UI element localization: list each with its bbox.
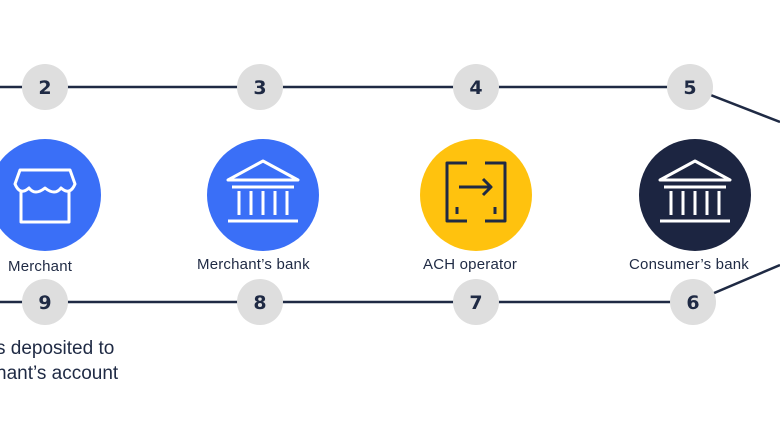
step-2-number: 2	[38, 77, 51, 99]
consumers-bank-label: Consumer’s bank	[629, 256, 750, 273]
step-5-number: 5	[683, 77, 696, 99]
step-7-number: 7	[469, 292, 482, 314]
step-4-number: 4	[469, 77, 482, 99]
consumers-bank-node	[639, 139, 751, 251]
merchant-label: Merchant	[8, 258, 73, 275]
deposit-note-line-1: s deposited to	[0, 338, 115, 359]
step-4: 4	[453, 64, 499, 110]
deposit-note: s deposited to hant’s account	[0, 336, 118, 386]
step-9-number: 9	[38, 292, 51, 314]
step-6: 6	[670, 279, 716, 325]
step-8: 8	[237, 279, 283, 325]
step-3-number: 3	[253, 77, 266, 99]
step-3: 3	[237, 64, 283, 110]
step-8-number: 8	[253, 292, 266, 314]
step-6-number: 6	[686, 292, 699, 314]
merchant-node	[0, 139, 101, 251]
bank-icon	[658, 159, 732, 223]
storefront-icon	[13, 168, 77, 224]
ach-operator-label: ACH operator	[423, 256, 518, 273]
transfer-icon	[445, 161, 507, 223]
merchants-bank-node	[207, 139, 319, 251]
step-9: 9	[22, 279, 68, 325]
top-flow-line	[0, 85, 780, 124]
step-2: 2	[22, 64, 68, 110]
bank-icon	[226, 159, 300, 223]
merchants-bank-label: Merchant’s bank	[197, 256, 310, 273]
step-7: 7	[453, 279, 499, 325]
ach-operator-node	[420, 139, 532, 251]
step-5: 5	[667, 64, 713, 110]
deposit-note-line-2: hant’s account	[0, 363, 119, 384]
